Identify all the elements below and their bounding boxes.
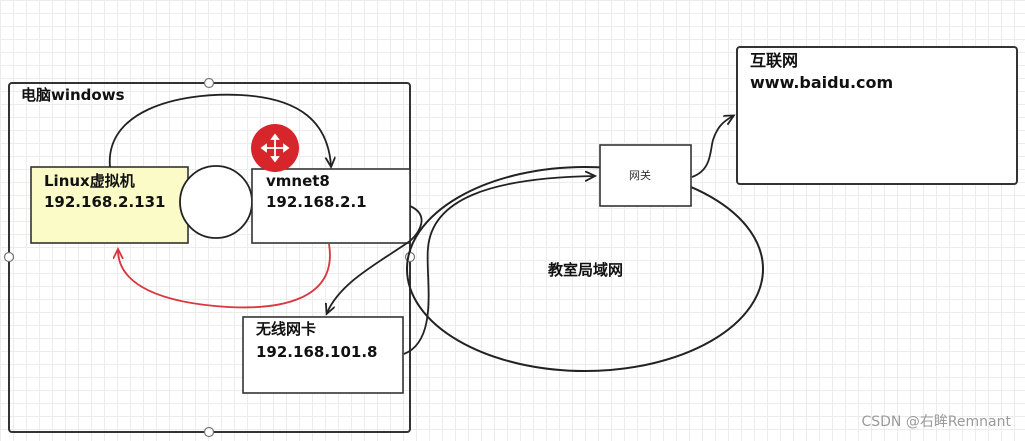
move-cursor-icon: [251, 124, 299, 172]
arrow-gateway-to-internet[interactable]: [691, 116, 733, 178]
arrow-wireless-to-gateway[interactable]: [403, 176, 594, 355]
classroom-lan-ellipse[interactable]: [406, 166, 764, 372]
csdn-watermark: CSDN @右眸Remnant: [861, 414, 1011, 430]
selection-handle-top[interactable]: [203, 77, 215, 89]
vmnet8-name: vmnet8: [266, 172, 330, 190]
vmnet8-ip: 192.168.2.1: [266, 193, 367, 211]
arrow-vmnet8-to-linux[interactable]: [118, 243, 331, 309]
internet-url: www.baidu.com: [750, 73, 894, 92]
arrow-vmnet8-to-wireless[interactable]: [327, 205, 423, 313]
arrow-linux-to-vmnet8[interactable]: [109, 93, 331, 167]
linux-vm-box[interactable]: [30, 166, 189, 244]
internet-title: 互联网: [750, 51, 799, 70]
computer-label: 电脑windows: [21, 86, 125, 104]
wireless-nic-name: 无线网卡: [256, 320, 317, 338]
selection-handle-bottom[interactable]: [203, 426, 215, 438]
classroom-lan-label: 教室局域网: [548, 261, 624, 279]
linux-vm-ip: 192.168.2.131: [44, 193, 166, 211]
internet-box[interactable]: [736, 46, 1018, 185]
gateway-label: 网关: [629, 169, 651, 182]
link-circle[interactable]: [179, 165, 253, 239]
wireless-nic-ip: 192.168.101.8: [256, 343, 378, 361]
wireless-nic-box[interactable]: [242, 316, 404, 394]
linux-vm-name: Linux虚拟机: [44, 172, 135, 190]
gateway-box[interactable]: [599, 144, 692, 207]
selection-handle-left[interactable]: [3, 251, 15, 263]
